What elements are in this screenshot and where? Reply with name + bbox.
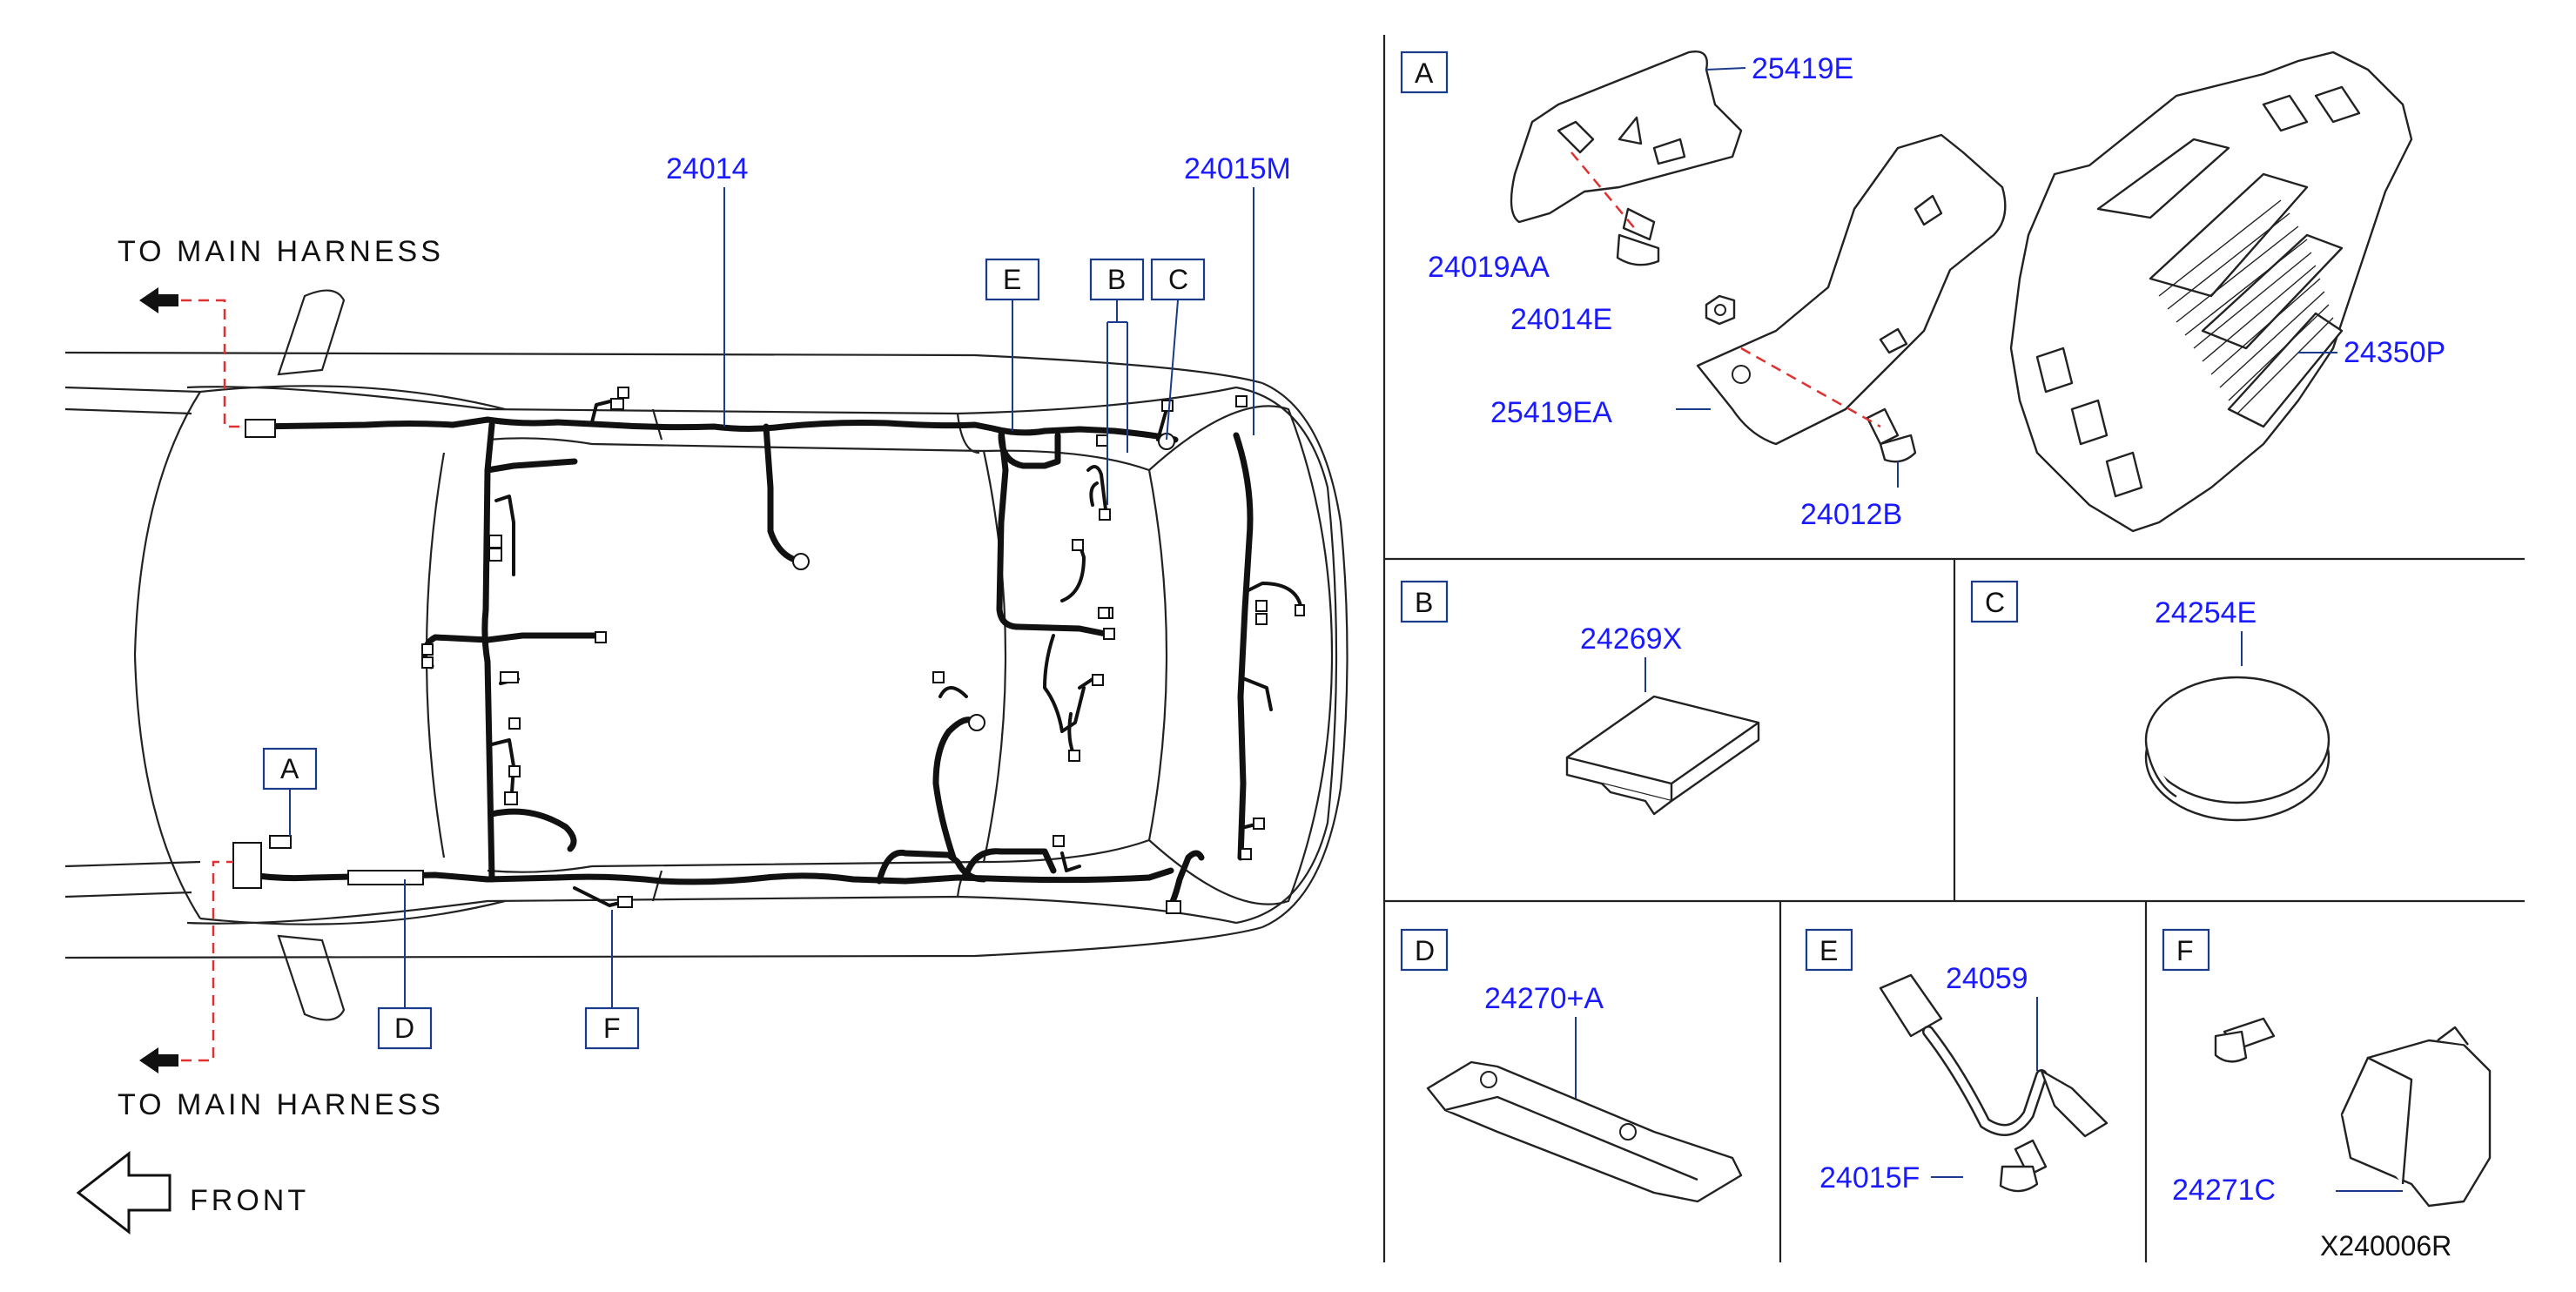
label-to-main-harness-top: TO MAIN HARNESS	[118, 235, 444, 268]
fuse-box-24350P	[2009, 50, 2413, 533]
front-arrow-icon	[76, 1150, 172, 1235]
callout-E[interactable]: E	[985, 258, 1040, 301]
link-to-main-top	[181, 299, 245, 428]
label-front: FRONT	[190, 1184, 309, 1217]
callout-C[interactable]: C	[1150, 258, 1206, 301]
panel-B: B 24269X	[1400, 580, 1760, 816]
panel-C: C 24254E	[1970, 580, 2331, 822]
part-24014E: 24014E	[1510, 303, 1612, 336]
part-24019AA: 24019AA	[1428, 251, 1550, 284]
svg-text:E: E	[1819, 935, 1838, 966]
svg-text:F: F	[603, 1013, 621, 1044]
svg-text:E: E	[1003, 264, 1021, 295]
bolt-panel-F	[2214, 1017, 2276, 1063]
callout-B[interactable]: B	[1089, 258, 1145, 301]
callout-F[interactable]: F	[584, 1006, 640, 1050]
bracket-25419EA	[1696, 133, 2007, 446]
harness-branches	[490, 399, 1303, 907]
nut-24014E	[1705, 294, 1736, 326]
svg-text:A: A	[280, 753, 299, 784]
label-24014: 24014	[666, 152, 749, 185]
part-24269X: 24269X	[1580, 622, 1682, 656]
svg-text:A: A	[1415, 57, 1434, 89]
part-25419E: 25419E	[1752, 52, 1853, 85]
harness-24014	[249, 416, 1254, 909]
svg-text:B: B	[1415, 587, 1433, 618]
bolt-24012B	[1866, 407, 1917, 463]
part-24350P: 24350P	[2344, 336, 2445, 369]
panel-D: D 24270+A	[1400, 928, 1743, 1203]
svg-text:C: C	[1168, 264, 1188, 295]
svg-text:D: D	[394, 1013, 414, 1044]
bolt-24019AA	[1616, 207, 1660, 266]
harness-connectors	[232, 387, 1305, 914]
svg-text:B: B	[1107, 264, 1126, 295]
clip-24271C	[2340, 1026, 2492, 1208]
car-body-outline	[64, 289, 1349, 1021]
protector-24270A	[1426, 1060, 1743, 1203]
part-24270-A: 24270+A	[1484, 982, 1604, 1015]
part-24015F: 24015F	[1819, 1161, 1920, 1194]
svg-text:C: C	[1985, 587, 2005, 618]
part-24271C: 24271C	[2172, 1174, 2276, 1207]
callout-A[interactable]: A	[262, 747, 318, 791]
panel-F: F 24271C	[2162, 928, 2492, 1208]
drawing-code: X240006R	[2320, 1230, 2452, 1262]
panel-A-badge	[1400, 50, 1449, 94]
arrow-left-bottom-icon	[139, 1047, 178, 1073]
svg-text:D: D	[1415, 935, 1435, 966]
arrow-left-top-icon	[139, 287, 178, 313]
label-24015M: 24015M	[1184, 152, 1291, 185]
plug-24254E	[2144, 676, 2331, 822]
callout-D[interactable]: D	[377, 1006, 433, 1050]
panel-A: A 25419E 24019AA 24014E	[1400, 50, 2445, 533]
bolt-24015F	[1999, 1139, 2048, 1193]
link-to-main-bottom	[181, 860, 233, 1062]
bracket-25419E	[1510, 50, 1743, 224]
ground-wire-24059	[1879, 973, 2109, 1138]
part-24059: 24059	[1946, 962, 2028, 995]
part-24254E: 24254E	[2155, 596, 2257, 629]
part-25419EA: 25419EA	[1490, 396, 1612, 429]
label-to-main-harness-bottom: TO MAIN HARNESS	[118, 1088, 444, 1121]
panel-E: E 24059 24015F	[1805, 928, 2109, 1194]
part-24012B: 24012B	[1800, 498, 1902, 531]
svg-text:F: F	[2176, 935, 2194, 966]
detail-panels-frame	[1382, 35, 2525, 1262]
grommet-24269X	[1565, 695, 1760, 816]
